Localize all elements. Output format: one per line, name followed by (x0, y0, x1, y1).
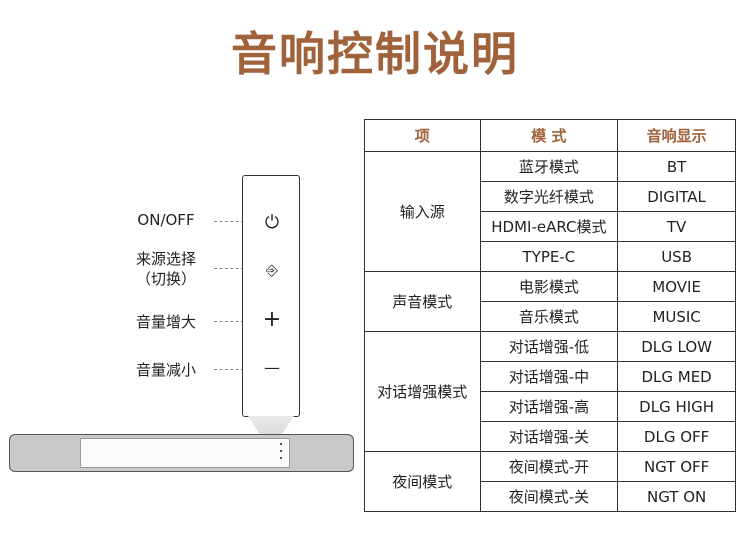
table-row: 输入源 蓝牙模式 BT (364, 151, 736, 272)
table-row: 对话增强-关 DLG OFF (365, 421, 736, 452)
power-leader (214, 219, 247, 224)
volume-down-leader (214, 367, 247, 372)
header-item: 项 (364, 119, 481, 152)
display-cell: DLG OFF (617, 421, 736, 452)
display-cell: BT (617, 151, 736, 182)
display-cell: DIGITAL (617, 181, 736, 212)
source-label-line2: （切换） (135, 270, 196, 288)
page-title: 音响控制说明 (231, 27, 519, 81)
source-leader (214, 266, 247, 271)
mode-cell: 夜间模式-开 (479, 451, 619, 482)
display-cell: MOVIE (617, 271, 736, 302)
table-row: 对话增强-高 DLG HIGH (365, 391, 736, 422)
group-item: 夜间模式 (364, 451, 481, 512)
mode-cell: 数字光纤模式 (479, 181, 619, 212)
table-row: 夜间模式 夜间模式-开 NGT OFF (364, 451, 736, 512)
table-row: 对话增强模式 对话增强-低 DLG LOW (364, 331, 736, 452)
table-row: 夜间模式-关 NGT ON (365, 481, 736, 512)
group-item: 输入源 (364, 151, 481, 272)
table-row: TYPE-C USB (365, 241, 736, 272)
table-row: 音乐模式 MUSIC (365, 301, 736, 332)
soundbar (9, 434, 354, 472)
table-row: 数字光纤模式 DIGITAL (365, 181, 736, 212)
table-row: 声音模式 电影模式 MOVIE (364, 271, 736, 332)
mode-cell: HDMI-eARC模式 (479, 211, 619, 242)
source-label: 来源选择 （切换） (118, 249, 214, 289)
table-row: 对话增强-中 DLG MED (365, 361, 736, 392)
display-cell: DLG LOW (617, 331, 736, 362)
volume-up-label: 音量增大 (135, 313, 196, 331)
source-icon[interactable]: ⎆ (265, 261, 278, 279)
source-label-line1: 来源选择 (135, 250, 196, 268)
soundbar-front-panel (80, 438, 290, 468)
display-cell: MUSIC (617, 301, 736, 332)
header-mode: 模 式 (479, 119, 619, 152)
group-item: 声音模式 (364, 271, 481, 332)
display-cell: TV (617, 211, 736, 242)
mode-cell: 音乐模式 (479, 301, 619, 332)
header-display: 音响显示 (617, 119, 736, 152)
mode-cell: 对话增强-低 (479, 331, 619, 362)
table-header-row: 项 模 式 音响显示 (364, 119, 736, 152)
mode-cell: 对话增强-高 (479, 391, 619, 422)
mode-cell: 对话增强-中 (479, 361, 619, 392)
display-cell: DLG HIGH (617, 391, 736, 422)
display-cell: USB (617, 241, 736, 272)
mode-table: 项 模 式 音响显示 输入源 蓝牙模式 BT 数字光纤模式 DIGITAL HD… (364, 119, 736, 512)
mode-cell: 夜间模式-关 (479, 481, 619, 512)
mode-cell: TYPE-C (479, 241, 619, 272)
minus-icon[interactable]: — (264, 358, 280, 377)
display-cell: NGT ON (617, 481, 736, 512)
plus-icon[interactable]: + (262, 307, 282, 332)
soundbar-indicator-dots (280, 443, 283, 464)
volume-down-label: 音量减小 (135, 361, 196, 379)
volume-up-leader (214, 319, 247, 324)
power-icon[interactable]: ⏻ (264, 212, 280, 233)
remote-control: ⏻ ⎆ + — (242, 175, 300, 417)
mode-cell: 电影模式 (479, 271, 619, 302)
display-cell: DLG MED (617, 361, 736, 392)
group-item: 对话增强模式 (364, 331, 481, 452)
mode-cell: 对话增强-关 (479, 421, 619, 452)
display-cell: NGT OFF (617, 451, 736, 482)
mode-cell: 蓝牙模式 (479, 151, 619, 182)
power-label: ON/OFF (137, 211, 195, 229)
